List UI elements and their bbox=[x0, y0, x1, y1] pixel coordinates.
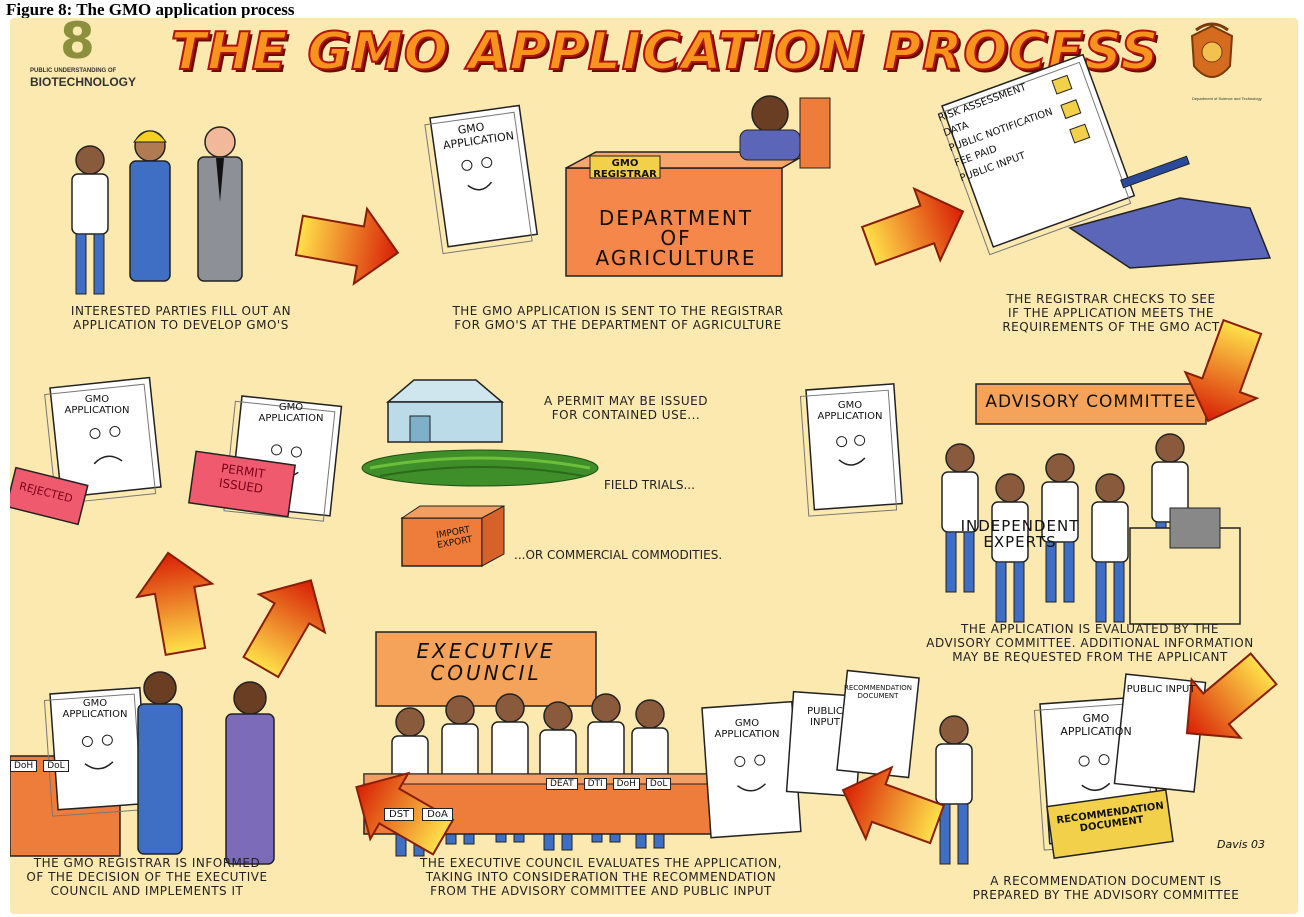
executive-council-sign: EXECUTIVE COUNCIL bbox=[378, 640, 594, 684]
step4-doc-label: GMO APPLICATION bbox=[817, 400, 883, 422]
experts-line1: INDEPENDENT bbox=[960, 517, 1080, 535]
step6-recommendation-label: RECOMMENDATION DOCUMENT bbox=[843, 684, 913, 700]
registrar-desk-scene bbox=[424, 95, 831, 277]
tag-deat: DEAT bbox=[546, 778, 578, 790]
logo-right-line: Department of Science and Technology bbox=[1192, 96, 1262, 101]
department-line3: AGRICULTURE bbox=[595, 246, 757, 270]
council-back-tags: DEAT DTI DoH DoL bbox=[546, 778, 716, 790]
step2-line2: FOR GMO'S AT THE DEPARTMENT OF AGRICULTU… bbox=[454, 318, 782, 332]
step6-public-input-label: PUBLIC INPUT bbox=[807, 706, 843, 728]
step7-caption: THE GMO REGISTRAR IS INFORMED OF THE DEC… bbox=[12, 856, 282, 898]
checklist-scene bbox=[937, 53, 1136, 256]
permit-contained-caption: A PERMIT MAY BE ISSUED FOR CONTAINED USE… bbox=[516, 394, 736, 422]
step7-line2: OF THE DECISION OF THE EXECUTIVE bbox=[26, 870, 268, 884]
arrow-to-rejected bbox=[129, 545, 224, 659]
logo-left-line1: PUBLIC UNDERSTANDING OF bbox=[30, 68, 117, 74]
department-line1: DEPARTMENT bbox=[598, 206, 754, 230]
dst-coat-of-arms: Department of Science and Technology bbox=[1182, 22, 1262, 102]
permit-contained-line2: FOR CONTAINED USE... bbox=[551, 408, 701, 422]
step5-line1: A RECOMMENDATION DOCUMENT IS bbox=[990, 874, 1222, 888]
arrow-step2-to-3 bbox=[855, 174, 977, 283]
figure-label: Figure 8: The GMO application process bbox=[6, 0, 295, 19]
independent-experts-label: INDEPENDENT EXPERTS bbox=[950, 518, 1090, 550]
permit-field-caption: FIELD TRIALS... bbox=[604, 478, 695, 492]
step7-line3: COUNCIL AND IMPLEMENTS IT bbox=[50, 884, 244, 898]
arrow-to-issued bbox=[227, 560, 345, 687]
biotech-eight-icon: 8 bbox=[60, 18, 95, 70]
tag-doa: DoA bbox=[422, 808, 453, 821]
step6-line3: FROM THE ADVISORY COMMITTEE AND PUBLIC I… bbox=[430, 884, 772, 898]
step4-line3: MAY BE REQUESTED FROM THE APPLICANT bbox=[952, 650, 1228, 664]
step6-line1: THE EXECUTIVE COUNCIL EVALUATES THE APPL… bbox=[420, 856, 782, 870]
step1-line1: INTERESTED PARTIES FILL OUT AN bbox=[70, 304, 292, 318]
poster: 8 PUBLIC UNDERSTANDING OF BIOTECHNOLOGY … bbox=[10, 18, 1298, 914]
gmo-registrar-sign: GMO REGISTRAR bbox=[593, 158, 657, 180]
step3-caption: THE REGISTRAR CHECKS TO SEE IF THE APPLI… bbox=[976, 292, 1246, 334]
council-front-tags: DST DoA bbox=[384, 808, 534, 821]
recommendation-scene bbox=[935, 673, 1207, 865]
step7-doc-label: GMO APPLICATION bbox=[62, 698, 128, 720]
biotechnology-logo: 8 PUBLIC UNDERSTANDING OF BIOTECHNOLOGY bbox=[30, 18, 150, 92]
tag-dti: DTI bbox=[583, 778, 607, 790]
tag-dst: DST bbox=[384, 808, 415, 821]
step5-line2: PREPARED BY THE ADVISORY COMMITTEE bbox=[972, 888, 1240, 902]
tag-dol: DoL bbox=[645, 778, 672, 790]
step3-line3: REQUIREMENTS OF THE GMO ACT bbox=[1002, 320, 1220, 334]
step4-caption: THE APPLICATION IS EVALUATED BY THE ADVI… bbox=[890, 622, 1290, 664]
experts-line2: EXPERTS bbox=[983, 533, 1057, 551]
permit-contained-line1: A PERMIT MAY BE ISSUED bbox=[544, 394, 708, 408]
tag-doh-registrar: DoH bbox=[10, 760, 38, 772]
interested-parties-scene bbox=[71, 126, 243, 295]
advisory-committee-sign: ADVISORY COMMITTEE bbox=[985, 392, 1197, 412]
advisory-committee-scene bbox=[799, 383, 1241, 625]
arrow-step1-to-2 bbox=[291, 197, 406, 292]
step5-caption: A RECOMMENDATION DOCUMENT IS PREPARED BY… bbox=[956, 874, 1256, 902]
step6-caption: THE EXECUTIVE COUNCIL EVALUATES THE APPL… bbox=[406, 856, 796, 898]
process-illustration bbox=[10, 53, 1289, 871]
crate-icon bbox=[400, 505, 505, 567]
registrar-informed-scene bbox=[10, 671, 275, 865]
step3-line1: THE REGISTRAR CHECKS TO SEE bbox=[1006, 292, 1216, 306]
step4-line1: THE APPLICATION IS EVALUATED BY THE bbox=[961, 622, 1219, 636]
permit-issued-sign bbox=[188, 450, 296, 518]
executive-label: EXECUTIVE bbox=[416, 639, 556, 663]
checking-hand bbox=[1068, 155, 1272, 269]
step1-line2: APPLICATION TO DEVELOP GMO'S bbox=[73, 318, 289, 332]
step2-caption: THE GMO APPLICATION IS SENT TO THE REGIS… bbox=[428, 304, 808, 332]
step2-line1: THE GMO APPLICATION IS SENT TO THE REGIS… bbox=[452, 304, 784, 318]
department-sign: DEPARTMENT OF AGRICULTURE bbox=[576, 208, 776, 268]
artist-signature: Davis 03 bbox=[1216, 838, 1265, 851]
greenhouse-icon bbox=[385, 379, 505, 443]
registrar-tags: DoH DoL bbox=[10, 760, 120, 772]
rejected-doc-label: GMO APPLICATION bbox=[64, 394, 130, 416]
issued-doc-label: GMO APPLICATION bbox=[258, 402, 324, 424]
step6-line2: TAKING INTO CONSIDERATION THE RECOMMENDA… bbox=[425, 870, 777, 884]
tag-doh: DoH bbox=[612, 778, 640, 790]
step7-line1: THE GMO REGISTRAR IS INFORMED bbox=[33, 856, 261, 870]
field-crops-icon bbox=[361, 449, 599, 487]
tag-dol-registrar: DoL bbox=[43, 760, 69, 772]
permit-commercial-caption: ...OR COMMERCIAL COMMODITIES. bbox=[514, 548, 723, 562]
rejected-sign bbox=[10, 466, 89, 526]
logo-left-line2: BIOTECHNOLOGY bbox=[30, 75, 137, 89]
step5-public-input-label: PUBLIC INPUT bbox=[1126, 684, 1196, 695]
department-line2: OF bbox=[660, 226, 692, 250]
step3-line2: IF THE APPLICATION MEETS THE bbox=[1008, 306, 1214, 320]
step1-caption: INTERESTED PARTIES FILL OUT AN APPLICATI… bbox=[46, 304, 316, 332]
coat-of-arms-icon bbox=[1190, 22, 1234, 78]
step5-doc-label: GMO APPLICATION bbox=[1060, 712, 1132, 738]
poster-title: THE GMO APPLICATION PROCESS bbox=[170, 21, 1160, 83]
rejected-application bbox=[44, 376, 162, 505]
step4-line2: ADVISORY COMMITTEE. ADDITIONAL INFORMATI… bbox=[926, 636, 1254, 650]
step6-doc-label: GMO APPLICATION bbox=[714, 718, 780, 740]
council-label: COUNCIL bbox=[430, 661, 542, 685]
